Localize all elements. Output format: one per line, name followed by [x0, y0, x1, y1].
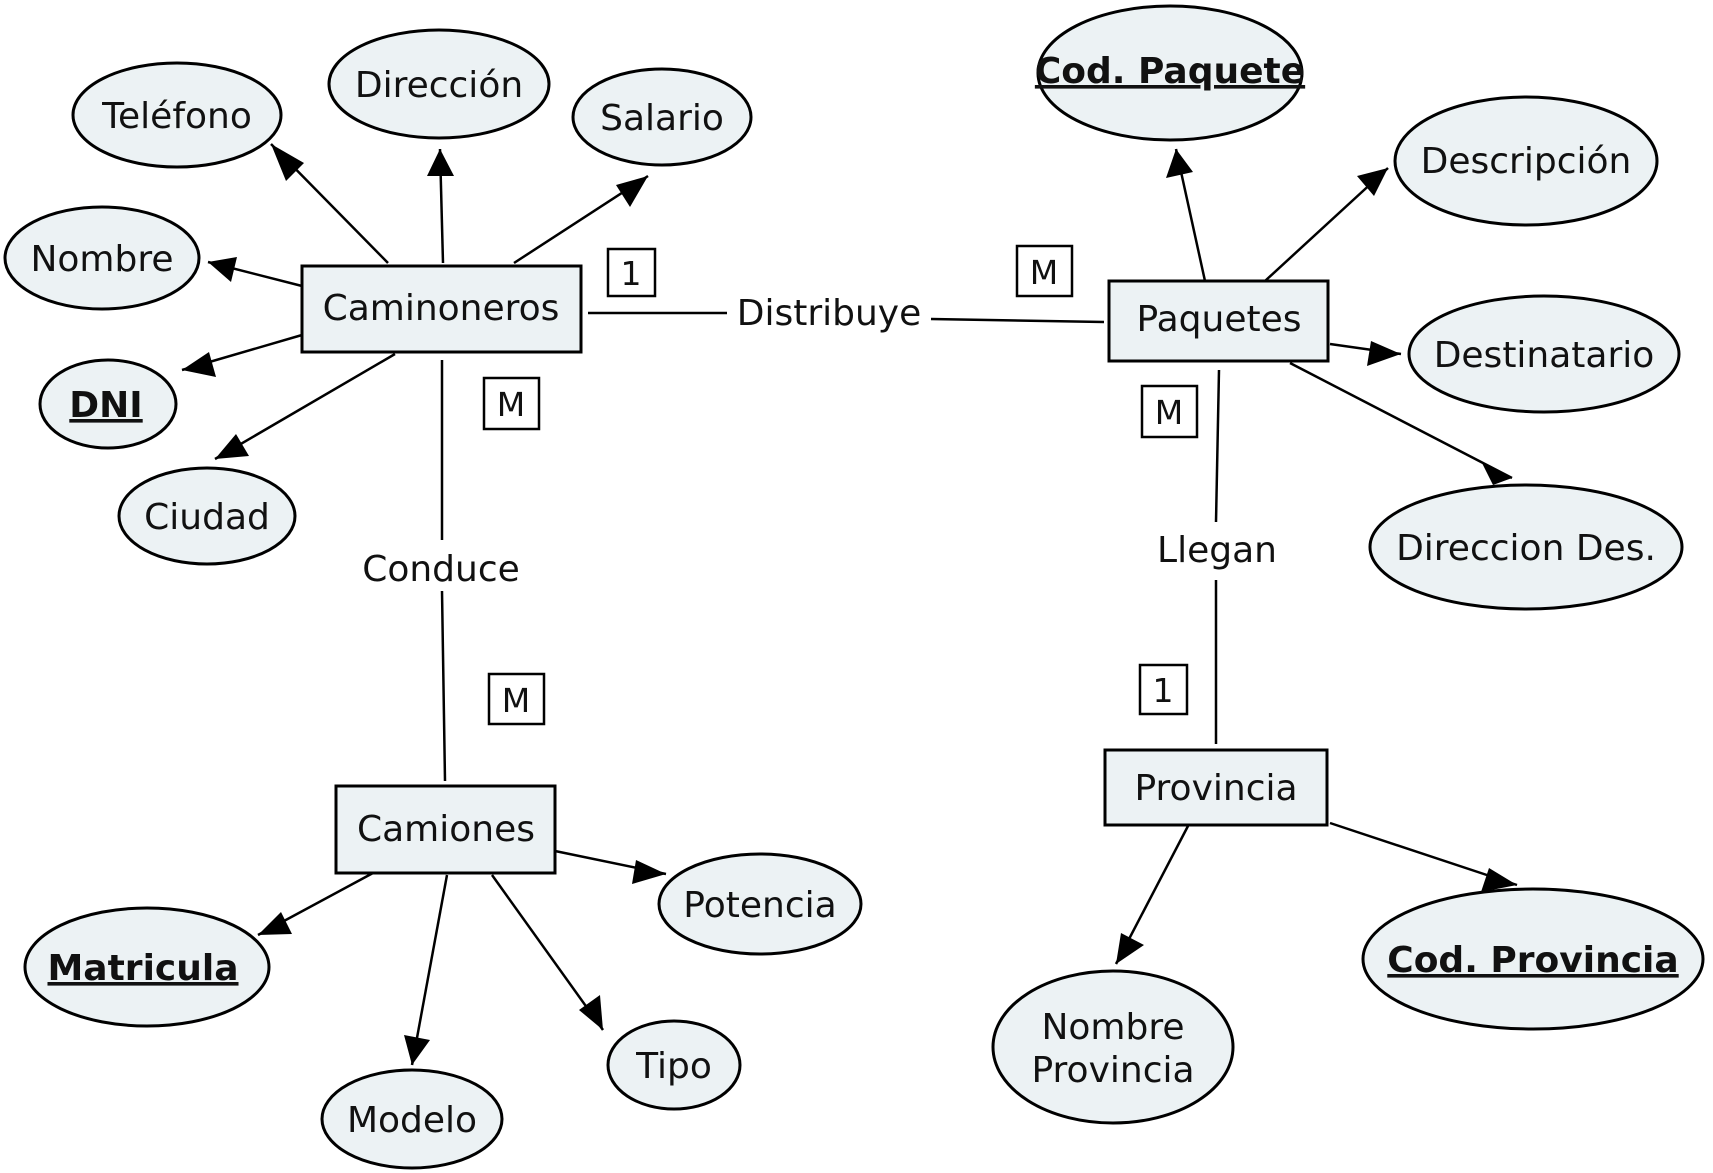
edge-distribuye-right: [930, 317, 1105, 324]
attribute-ciudad: Ciudad: [117, 466, 297, 566]
attribute-nombre-provincia: Nombre Provincia: [991, 969, 1235, 1125]
edge-llegan-top: [1214, 369, 1221, 523]
edge-camiones-modelo: [410, 874, 449, 1066]
attribute-nombre: Nombre: [3, 205, 201, 311]
svg-text:Ciudad: Ciudad: [144, 497, 270, 538]
relationship-conduce: Conduce: [362, 549, 520, 590]
arrow-ciudad-icon: [215, 434, 249, 459]
attribute-descripcion: Descripción: [1393, 95, 1659, 227]
arrow-tipo-icon: [579, 995, 603, 1030]
arrow-dni-icon: [182, 352, 216, 377]
svg-text:Teléfono: Teléfono: [101, 96, 252, 137]
svg-text:Cod. Provincia: Cod. Provincia: [1387, 940, 1678, 981]
cardinality-distribuye-caminoneros: 1: [606, 247, 657, 298]
entity-box: [1107, 279, 1330, 363]
svg-text:Tipo: Tipo: [635, 1046, 712, 1087]
svg-text:M: M: [1155, 393, 1183, 432]
arrow-nombre-icon: [208, 257, 237, 282]
attribute-cod-provincia-key: Cod. Provincia: [1361, 887, 1705, 1031]
attribute-tipo: Tipo: [606, 1019, 742, 1111]
svg-text:Matricula: Matricula: [47, 948, 238, 989]
edge-paquetes-direcciondes: [1289, 361, 1513, 480]
cardinality-llegan-provincia: 1: [1138, 663, 1189, 716]
svg-text:Modelo: Modelo: [347, 1100, 477, 1141]
attribute-direccion: Dirección: [327, 28, 551, 140]
entity-box: [1103, 748, 1329, 827]
svg-text:Nombre: Nombre: [30, 239, 173, 280]
svg-text:Destinatario: Destinatario: [1434, 335, 1655, 376]
arrow-codprovincia-icon: [1481, 868, 1517, 892]
edge-provincia-codprovincia: [1329, 821, 1518, 887]
svg-text:DNI: DNI: [69, 385, 142, 426]
svg-text:Direccion Des.: Direccion Des.: [1396, 528, 1656, 569]
svg-text:Potencia: Potencia: [683, 885, 836, 926]
entity-caminoneros: Caminoneros: [300, 264, 583, 354]
relationship-llegan: Llegan: [1157, 530, 1277, 571]
svg-text:Salario: Salario: [600, 98, 724, 139]
caminoneros-attribute-edges: [181, 143, 649, 461]
relationship-edges: [440, 311, 1221, 782]
arrow-direccion-icon: [427, 149, 454, 176]
edge-camiones-tipo: [490, 874, 605, 1031]
svg-text:Cod. Paquete: Cod. Paquete: [1035, 51, 1305, 92]
cardinality-conduce-caminoneros: M: [482, 376, 541, 431]
attribute-dni-key: DNI: [38, 358, 178, 450]
svg-text:M: M: [502, 681, 530, 720]
svg-text:Nombre: Nombre: [1041, 1007, 1184, 1048]
arrow-codpaquete-icon: [1166, 149, 1193, 178]
attribute-matricula-key: Matricula: [23, 906, 271, 1028]
svg-text:Provincia: Provincia: [1031, 1050, 1194, 1091]
cardinality-llegan-paquetes: M: [1140, 384, 1199, 439]
entity-box: [300, 264, 583, 354]
edge-caminoneros-ciudad: [214, 352, 396, 461]
entity-label: Provincia: [1134, 768, 1297, 809]
svg-text:M: M: [497, 385, 525, 424]
entity-box: [334, 784, 557, 875]
edge-conduce-bottom: [440, 590, 447, 782]
svg-text:M: M: [1030, 253, 1058, 292]
attribute-direccion-des: Direccion Des.: [1368, 483, 1684, 611]
entity-provincia: Provincia: [1103, 748, 1329, 827]
cardinality-conduce-camiones: M: [487, 672, 546, 726]
paquetes-attribute-edges: [1166, 148, 1513, 485]
entity-label: Paquetes: [1137, 299, 1302, 340]
arrow-telefono-icon: [271, 144, 304, 181]
arrow-salario-icon: [616, 176, 648, 207]
relationship-distribuye: Distribuye: [737, 293, 922, 334]
arrow-direcciondes-icon: [1482, 463, 1512, 485]
arrow-modelo-icon: [404, 1035, 430, 1065]
entity-label: Caminoneros: [323, 288, 560, 329]
camiones-attribute-edges: [257, 849, 667, 1066]
svg-text:Dirección: Dirección: [355, 65, 523, 106]
arrow-matricula-icon: [258, 912, 292, 935]
attribute-destinatario: Destinatario: [1407, 294, 1681, 414]
arrow-destinatario-icon: [1367, 341, 1401, 366]
entity-label: Camiones: [357, 809, 535, 850]
cardinality-distribuye-paquetes: M: [1015, 244, 1074, 298]
svg-text:1: 1: [621, 254, 642, 293]
svg-text:Descripción: Descripción: [1421, 141, 1632, 182]
attribute-telefono: Teléfono: [71, 61, 283, 169]
arrow-descripcion-icon: [1357, 168, 1388, 196]
entity-paquetes: Paquetes: [1107, 279, 1330, 363]
attribute-modelo: Modelo: [320, 1068, 504, 1170]
provincia-attribute-edges: [1114, 821, 1518, 965]
attribute-cod-paquete-key: Cod. Paquete: [1035, 4, 1305, 142]
svg-text:1: 1: [1153, 671, 1174, 710]
arrow-potencia-icon: [632, 860, 666, 884]
arrow-nombreprovincia-icon: [1116, 933, 1144, 964]
attribute-salario: Salario: [571, 67, 753, 167]
entity-camiones: Camiones: [334, 784, 557, 875]
attribute-potencia: Potencia: [657, 852, 863, 956]
